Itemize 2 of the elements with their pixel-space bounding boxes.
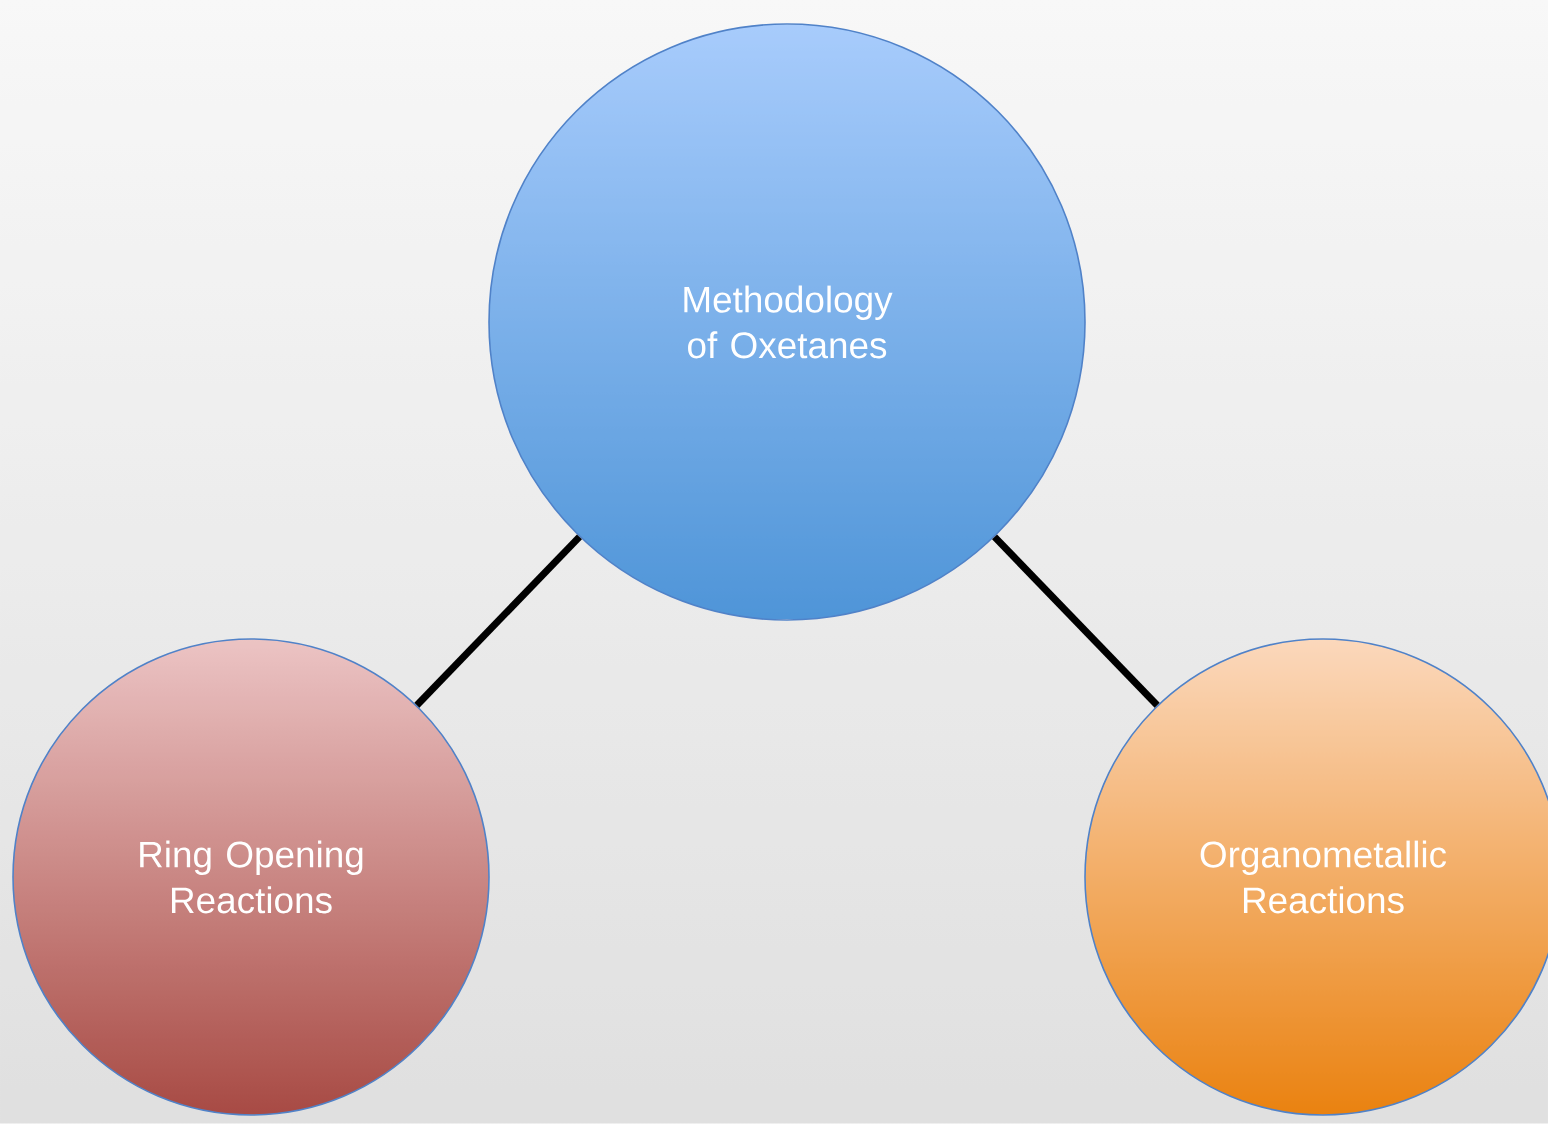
connector-line <box>414 534 582 708</box>
connector-line <box>992 534 1160 708</box>
